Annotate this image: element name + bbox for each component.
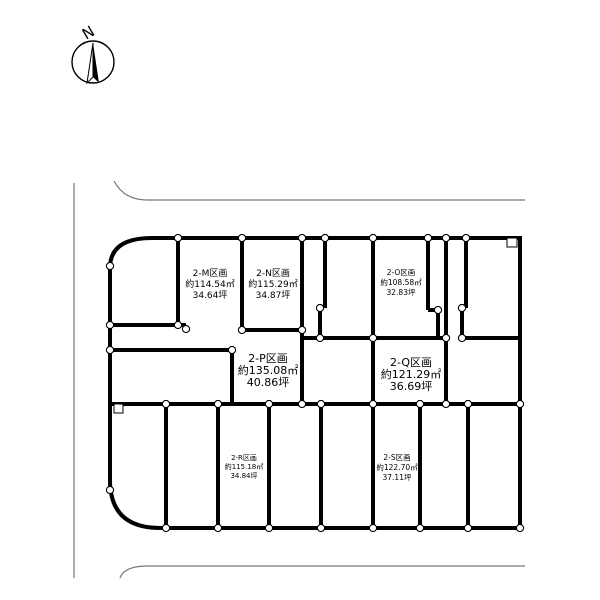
- lot-label-p[interactable]: 2-P区画 約135.08㎡ 40.86坪: [238, 352, 299, 389]
- lot-area-m2: 約122.70㎡: [376, 462, 418, 472]
- lot-label-n[interactable]: 2-N区画 約115.29㎡ 34.87坪: [248, 268, 298, 301]
- lot-area-m2: 約121.29㎡: [381, 367, 442, 381]
- lot-label-q[interactable]: 2-Q区画 約121.29㎡ 36.69坪: [381, 356, 442, 393]
- lot-name: 2-Q区画: [390, 356, 432, 369]
- block-outline: [108, 236, 522, 530]
- lot-label-r[interactable]: 2-R区画 約115.18㎡ 34.84坪: [225, 454, 264, 480]
- lot-label-m[interactable]: 2-M区画 約114.54㎡ 34.64坪: [185, 268, 235, 301]
- lot-name: 2-O区画: [387, 268, 416, 277]
- lot-name: 2-M区画: [193, 268, 228, 279]
- north-label: N: [79, 22, 98, 43]
- lot-area-tsubo: 34.87坪: [256, 290, 291, 301]
- lot-area-tsubo: 40.86坪: [247, 376, 290, 389]
- lot-area-tsubo: 37.11坪: [383, 473, 412, 482]
- lot-area-tsubo: 34.84坪: [230, 472, 257, 480]
- lot-area-m2: 約135.08㎡: [238, 363, 299, 377]
- lot-area-tsubo: 36.69坪: [390, 380, 433, 393]
- lot-area-tsubo: 34.64坪: [193, 290, 228, 301]
- boundary-posts: [105, 233, 525, 533]
- lot-name: 2-P区画: [248, 352, 288, 365]
- lot-area-m2: 約115.18㎡: [225, 462, 264, 471]
- lot-name: 2-S区画: [383, 453, 410, 462]
- north-arrow-icon: N: [71, 22, 115, 85]
- lot-area-m2: 約108.58㎡: [380, 277, 422, 287]
- lot-area-m2: 約115.29㎡: [248, 278, 298, 290]
- road-lines: [73, 180, 525, 579]
- lot-name: 2-N区画: [256, 268, 290, 279]
- lot-label-s[interactable]: 2-S区画 約122.70㎡ 37.11坪: [376, 453, 418, 482]
- lot-area-m2: 約114.54㎡: [185, 278, 235, 290]
- lot-area-tsubo: 32.83坪: [387, 288, 416, 297]
- lot-name: 2-R区画: [231, 454, 257, 462]
- lot-label-o[interactable]: 2-O区画 約108.58㎡ 32.83坪: [380, 268, 422, 297]
